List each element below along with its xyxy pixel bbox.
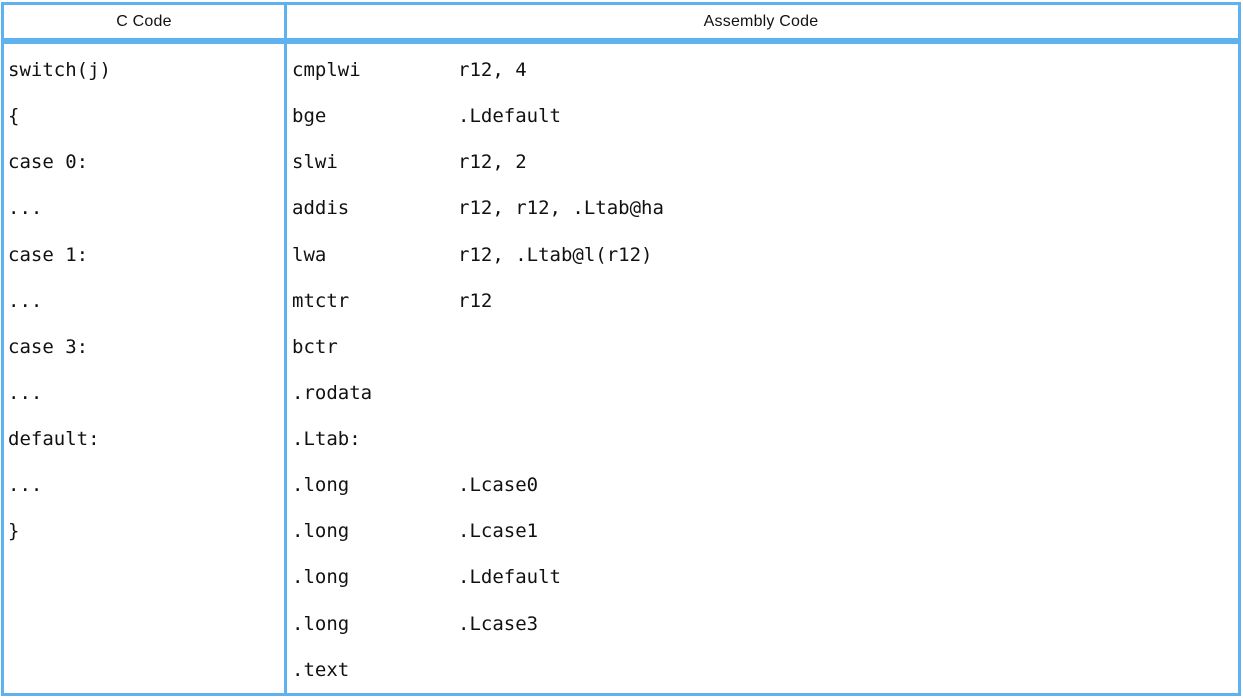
asm-operands: .Lcase3 — [458, 612, 539, 635]
asm-operands: r12, 4 — [458, 59, 527, 82]
assembly-code-line: bctr — [292, 324, 1238, 370]
asm-opcode: lwa — [292, 243, 327, 266]
column-divider — [284, 5, 287, 693]
asm-operands: .Lcase1 — [458, 520, 539, 543]
asm-operands: .Ldefault — [458, 566, 561, 589]
assembly-code-line: .long .Lcase0 — [292, 462, 1238, 508]
assembly-code-line: slwi r12, 2 — [292, 139, 1238, 185]
asm-opcode: bctr — [292, 335, 338, 358]
assembly-code-line: .Ltab: — [292, 416, 1238, 462]
asm-opcode: .rodata — [292, 381, 373, 404]
c-code-line: case 0: — [8, 151, 89, 174]
asm-operands: .Ldefault — [458, 105, 561, 128]
assembly-code-line: .long .Lcase1 — [292, 508, 1238, 554]
assembly-code-line: .long .Ldefault — [292, 554, 1238, 600]
assembly-code-line: cmplwi r12, 4 — [292, 47, 1238, 93]
assembly-code-line: lwa r12, .Ltab@l(r12) — [292, 232, 1238, 278]
asm-opcode: bge — [292, 105, 327, 128]
c-code-line: } — [8, 520, 20, 543]
c-code-line: ... — [8, 381, 43, 404]
asm-opcode: .long — [292, 520, 350, 543]
c-code-line: { — [8, 105, 20, 128]
asm-opcode: mtctr — [292, 289, 350, 312]
table-body: switch(j) { case 0:... case 1:... case 3:...… — [4, 5, 1238, 693]
c-code-line: case 3: — [8, 335, 89, 358]
asm-opcode: cmplwi — [292, 59, 361, 82]
header-assembly-code: Assembly Code — [703, 12, 819, 30]
asm-opcode: addis — [292, 197, 350, 220]
asm-operands: .Lcase0 — [458, 474, 539, 497]
assembly-code-column: cmplwi r12, 4 bge .Ldefault slwi r12, 2 addis r… — [284, 47, 1238, 693]
header-separator-rule — [4, 38, 1238, 44]
table-header-row: C Code Assembly Code — [4, 5, 1238, 38]
assembly-code-line: .rodata — [292, 370, 1238, 416]
asm-opcode: .long — [292, 566, 350, 589]
asm-operands: r12, .Ltab@l(r12) — [458, 243, 653, 266]
assembly-code-line: .text — [292, 647, 1238, 693]
asm-opcode: .long — [292, 612, 350, 635]
assembly-code-line: .long .Lcase3 — [292, 601, 1238, 647]
c-code-line: case 1: — [8, 243, 89, 266]
asm-opcode: slwi — [292, 151, 338, 174]
assembly-code-line: mtctr r12 — [292, 278, 1238, 324]
asm-operands: r12, r12, .Ltab@ha — [458, 197, 664, 220]
asm-opcode: .Ltab: — [292, 428, 361, 451]
c-code-line: ... — [8, 197, 43, 220]
c-code-line: switch(j) — [8, 59, 111, 82]
assembly-code-line: addis r12, r12, .Ltab@ha — [292, 185, 1238, 231]
c-code-column: switch(j) { case 0:... case 1:... case 3:...… — [4, 47, 284, 693]
asm-opcode: .text — [292, 658, 350, 681]
asm-opcode: .long — [292, 474, 350, 497]
assembly-code-line: bge .Ldefault — [292, 93, 1238, 139]
asm-operands: r12, 2 — [458, 151, 527, 174]
c-code-line: ... — [8, 474, 43, 497]
c-code-line: default: — [8, 428, 100, 451]
header-c-code: C Code — [116, 12, 172, 30]
asm-operands: r12 — [458, 289, 493, 312]
c-code-line: ... — [8, 289, 43, 312]
